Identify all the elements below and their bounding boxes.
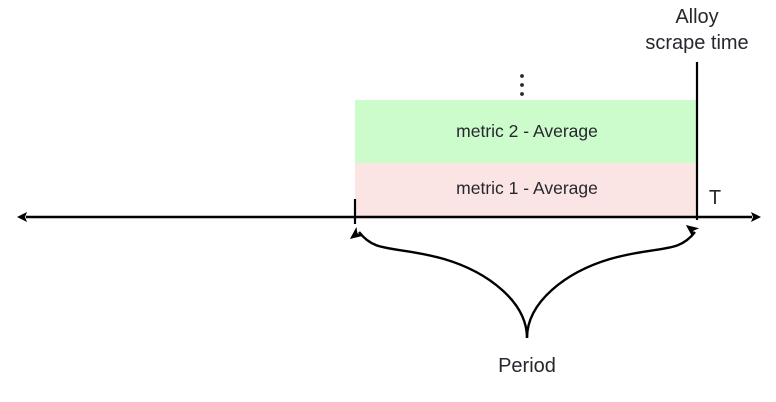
vertical-ellipsis-icon [520, 74, 524, 96]
period-label: Period [498, 355, 556, 377]
alloy-scrape-time-label-line2: scrape time [645, 32, 748, 54]
period-brace-left-curve [349, 227, 529, 339]
metric-2-bar [355, 100, 697, 163]
period-brace-right-curve [525, 224, 700, 339]
metric-1-bar-label: metric 1 - Average [456, 178, 598, 198]
metric-2-bar-label: metric 2 - Average [456, 121, 598, 141]
time-axis-label: T [709, 187, 721, 209]
metric-1-bar [355, 163, 697, 217]
alloy-scrape-time-label-line1: Alloy [675, 6, 718, 28]
